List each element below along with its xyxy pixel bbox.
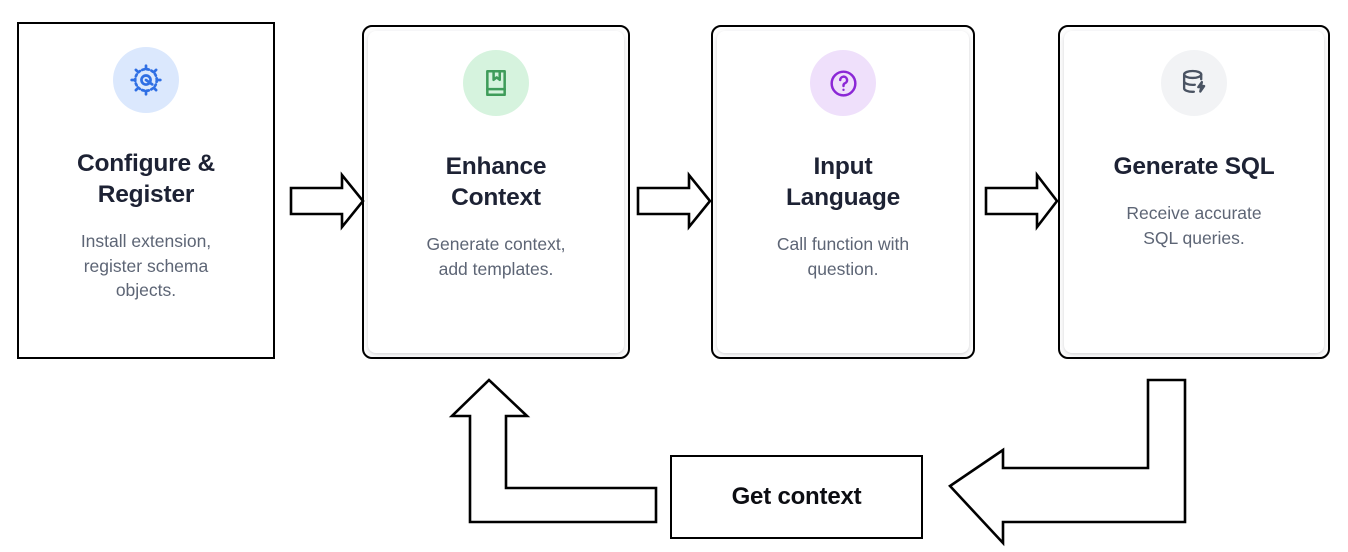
database-bolt-icon	[1161, 50, 1227, 116]
gear-icon	[113, 47, 179, 113]
card-content: Enhance Context Generate context, add te…	[364, 27, 628, 281]
card-description: Generate context, add templates.	[426, 233, 566, 279]
card-content: Generate SQL Receive accurate SQL querie…	[1060, 27, 1328, 251]
arrow-step2-to-step3	[636, 171, 712, 231]
step-card-input-language[interactable]: Input Language Call function with questi…	[711, 25, 975, 359]
arrow-get-context-to-step2	[448, 378, 658, 524]
card-description: Install extension, register schema objec…	[80, 230, 212, 301]
arrow-step4-to-get-context	[948, 378, 1187, 547]
question-circle-icon	[810, 50, 876, 116]
card-description: Receive accurate SQL queries.	[1126, 202, 1262, 248]
card-title: Enhance Context	[445, 153, 547, 211]
get-context-label: Get context	[731, 483, 862, 510]
card-content: Configure & Register Install extension, …	[19, 24, 273, 303]
step-card-enhance-context[interactable]: Enhance Context Generate context, add te…	[362, 25, 630, 359]
step-card-generate-sql[interactable]: Generate SQL Receive accurate SQL querie…	[1058, 25, 1330, 359]
card-description: Call function with question.	[776, 233, 910, 279]
card-title: Generate SQL	[1113, 153, 1275, 180]
card-title: Input Language	[785, 153, 901, 211]
book-bookmark-icon	[463, 50, 529, 116]
get-context-box[interactable]: Get context	[670, 455, 923, 539]
arrow-step1-to-step2	[289, 171, 365, 231]
card-title: Configure & Register	[77, 150, 215, 208]
card-content: Input Language Call function with questi…	[713, 27, 973, 281]
step-card-configure-register[interactable]: Configure & Register Install extension, …	[17, 22, 275, 359]
arrow-step3-to-step4	[984, 171, 1059, 231]
